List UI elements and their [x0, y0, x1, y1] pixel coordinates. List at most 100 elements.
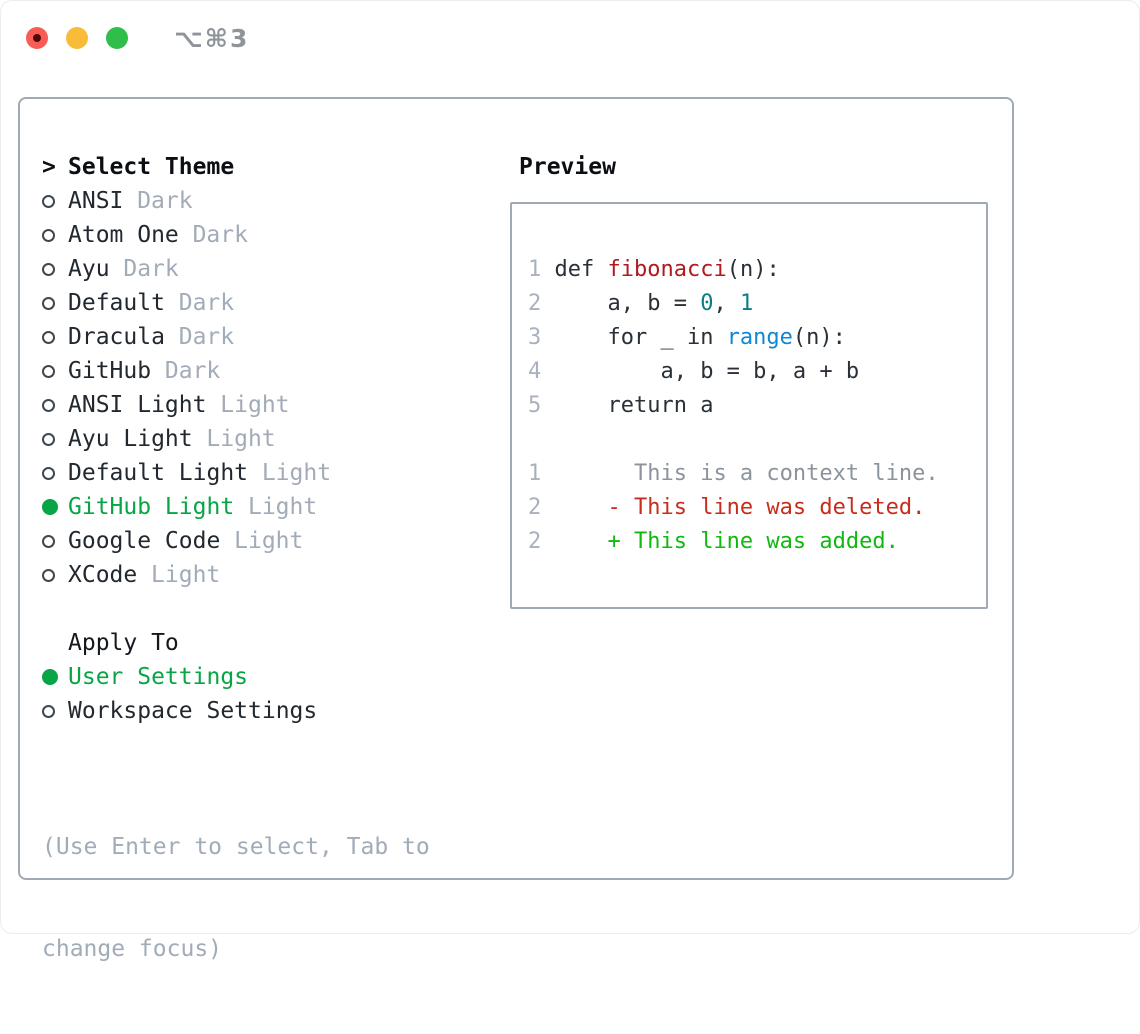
hint-line-2: change focus)	[42, 936, 223, 962]
preview-header: Preview	[519, 154, 616, 180]
code-line: 4 a, b = b, a + b	[528, 355, 939, 389]
radio-icon	[42, 432, 68, 446]
close-button[interactable]	[26, 27, 48, 49]
code-token-code: for _ in	[554, 325, 727, 350]
minimize-button[interactable]	[66, 27, 88, 49]
theme-option-variant-label: Dark	[137, 188, 193, 214]
spacer	[42, 728, 430, 762]
apply-option-label: Workspace Settings	[68, 698, 318, 724]
theme-option-variant-label: Dark	[164, 358, 221, 384]
radio-icon	[42, 364, 68, 378]
radio-icon	[42, 466, 68, 480]
line-number: 1	[528, 257, 555, 282]
theme-option-variant-label: Light	[247, 494, 318, 520]
line-number: 5	[528, 393, 555, 418]
theme-option-label: GitHub Light	[68, 494, 235, 520]
select-theme-title: Select Theme	[68, 154, 235, 180]
code-token-code: ,	[713, 291, 740, 316]
theme-option-variant-label: Light	[206, 426, 276, 452]
theme-option-variant-label: Dark	[178, 324, 235, 350]
code-token-added: + This line was added.	[554, 529, 899, 554]
window-title: ⌥⌘3	[174, 23, 250, 53]
apply-option-user-settings[interactable]: User Settings	[42, 660, 430, 694]
code-line: 2 - This line was deleted.	[528, 491, 939, 525]
code-token-number: 1	[739, 291, 754, 316]
theme-option-variant-label: Light	[151, 562, 221, 588]
theme-option-xcode[interactable]: XCode Light	[42, 558, 430, 592]
code-token-context: This is a context line.	[554, 461, 939, 486]
theme-option-github[interactable]: GitHub Dark	[42, 354, 430, 388]
code-token-code: return a	[554, 393, 714, 418]
line-number: 1	[528, 461, 555, 486]
theme-option-label: Google Code	[68, 528, 221, 554]
zoom-button[interactable]	[106, 27, 128, 49]
code-line	[528, 423, 939, 457]
radio-icon	[42, 194, 68, 208]
code-token-code: def	[554, 257, 608, 282]
theme-option-variant-label: Dark	[123, 256, 179, 282]
code-line: 5 return a	[528, 389, 939, 423]
theme-option-label: XCode	[68, 562, 138, 588]
radio-icon	[42, 228, 68, 242]
theme-option-label: Default Light	[68, 460, 249, 486]
code-token-code: a, b =	[554, 291, 701, 316]
radio-icon	[42, 398, 68, 412]
hint-text: (Use Enter to select, Tab to change focu…	[42, 762, 430, 1034]
code-line: 1 This is a context line.	[528, 457, 939, 491]
theme-option-variant-label: Light	[261, 460, 332, 486]
prompt-icon: >	[42, 154, 56, 180]
theme-option-variant-label: Light	[220, 392, 290, 418]
code-token-code: a, b = b, a + b	[554, 359, 860, 384]
line-number: 2	[528, 495, 555, 520]
code-token-function: fibonacci	[607, 257, 727, 282]
theme-option-label: GitHub	[68, 358, 152, 384]
theme-option-dracula[interactable]: Dracula Dark	[42, 320, 430, 354]
code-line: 2 + This line was added.	[528, 525, 939, 559]
apply-option-label: User Settings	[68, 664, 249, 690]
line-number: 2	[528, 529, 555, 554]
theme-option-label: Atom One	[68, 222, 179, 248]
theme-option-label: ANSI	[68, 188, 124, 214]
theme-option-label: Default	[68, 290, 165, 316]
apply-to-header: Apply To	[42, 626, 430, 660]
titlebar: ⌥⌘3	[26, 23, 250, 53]
spacer	[42, 592, 430, 626]
code-line: 2 a, b = 0, 1	[528, 287, 939, 321]
apply-option-workspace-settings[interactable]: Workspace Settings	[42, 694, 430, 728]
theme-option-variant-label: Dark	[192, 222, 248, 248]
radio-icon	[42, 262, 68, 276]
theme-option-variant-label: Light	[234, 528, 304, 554]
code-line: 3 for _ in range(n):	[528, 321, 939, 355]
theme-option-label: Dracula	[68, 324, 165, 350]
line-number	[528, 427, 555, 452]
code-token-number: 0	[700, 291, 714, 316]
theme-option-default-light[interactable]: Default Light Light	[42, 456, 430, 490]
theme-option-ayu[interactable]: Ayu Dark	[42, 252, 430, 286]
apply-to-title: Apply To	[68, 630, 179, 656]
theme-option-label: Ayu	[68, 256, 110, 282]
radio-icon	[42, 534, 68, 548]
radio-icon	[42, 330, 68, 344]
radio-selected-icon	[42, 669, 68, 685]
radio-icon	[42, 704, 68, 718]
hint-line-1: (Use Enter to select, Tab to	[42, 834, 430, 860]
theme-option-variant-label: Dark	[178, 290, 235, 316]
radio-icon	[42, 568, 68, 582]
theme-option-default[interactable]: Default Dark	[42, 286, 430, 320]
code-token-deleted: - This line was deleted.	[554, 495, 926, 520]
theme-option-ansi[interactable]: ANSI Dark	[42, 184, 430, 218]
radio-icon	[42, 296, 68, 310]
line-number: 2	[528, 291, 555, 316]
theme-option-atom-one[interactable]: Atom One Dark	[42, 218, 430, 252]
theme-option-google-code[interactable]: Google Code Light	[42, 524, 430, 558]
theme-option-github-light[interactable]: GitHub Light Light	[42, 490, 430, 524]
